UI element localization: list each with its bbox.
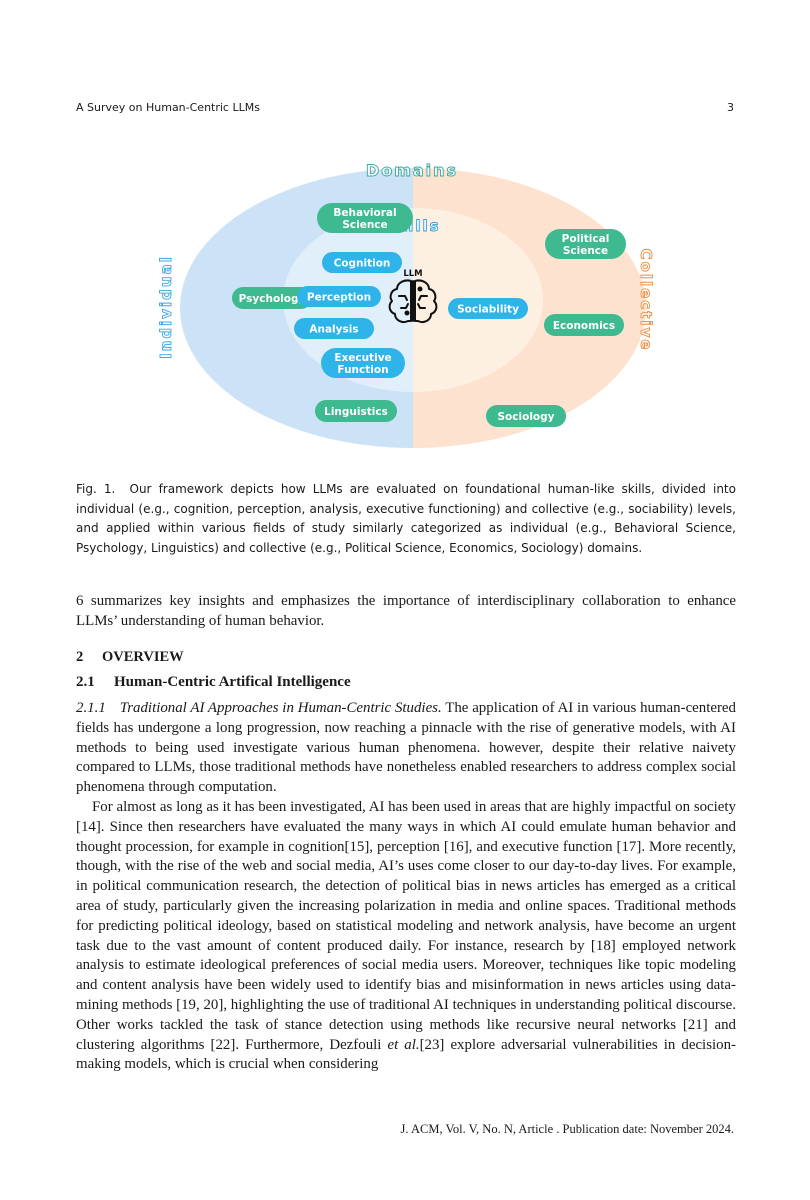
skill-pill-cognition: Cognition — [322, 252, 402, 273]
domain-pill-shape — [545, 229, 626, 259]
domain-pill-label: Sociology — [498, 411, 555, 423]
paragraph-1-text: The application of AI in various human-c… — [76, 700, 736, 796]
pill-group: BehavioralSciencePsychologyLinguisticsPo… — [232, 203, 626, 427]
skill-pill-perception: Perception — [297, 286, 381, 307]
skill-pill-shape — [448, 298, 528, 319]
brain-icon — [388, 279, 438, 324]
running-header: A Survey on Human-Centric LLMs 3 — [76, 101, 734, 117]
section-number: 2 — [76, 649, 84, 665]
paragraph-1: 2.1.1 Traditional AI Approaches in Human-… — [76, 699, 736, 798]
intro-paragraph: 6 summarizes key insights and emphasizes… — [76, 593, 736, 629]
framework-figure: Domains Skills Individual Collective Beh… — [157, 161, 655, 448]
skill-pill-shape — [297, 286, 381, 307]
domain-pill-psychology: Psychology — [232, 287, 312, 309]
subsubsection-heading: 2.1.1 Traditional AI Approaches in Human-… — [76, 700, 442, 716]
paragraph-2-text-b: [23] explore adversarial vulnerabilities… — [76, 1036, 736, 1073]
page-footer: J. ACM, Vol. V, No. N, Article . Publica… — [400, 1122, 734, 1136]
skill-pill-shape — [294, 318, 374, 339]
domain-pill-shape — [232, 287, 312, 309]
subsection-number: 2.1 — [76, 674, 95, 690]
domain-pill-shape — [544, 314, 624, 336]
skill-pill-sociability: Sociability — [448, 298, 528, 319]
paragraph-2-emphasis: et al. — [387, 1036, 420, 1053]
subsection-heading: 2.1 Human-Centric Artifical Intelligence — [76, 674, 351, 691]
llm-label: LLM — [403, 269, 422, 279]
subsection-title: Human-Centric Artifical Intelligence — [114, 674, 351, 690]
skill-pill-label: Cognition — [334, 258, 391, 270]
domain-pill-label: Economics — [553, 320, 615, 332]
domain-pill-economics: Economics — [544, 314, 624, 336]
caption-label: Fig. 1. — [76, 482, 116, 496]
domains-label: Domains — [366, 161, 458, 180]
domain-pill-label: Linguistics — [324, 406, 388, 418]
subsubsection-title: Traditional AI Approaches in Human-Centr… — [119, 700, 442, 716]
skill-pill-label: Perception — [307, 292, 371, 304]
collective-label: Collective — [637, 249, 655, 352]
domain-pill-label: Science — [563, 245, 608, 257]
skill-pill-label: Analysis — [309, 324, 358, 336]
caption-text: Our framework depicts how LLMs are evalu… — [76, 482, 736, 555]
subsubsection-number: 2.1.1 — [76, 700, 106, 716]
skill-pill-shape — [321, 348, 405, 378]
domain-pill-linguistics: Linguistics — [315, 400, 397, 422]
domain-pill-label: Science — [342, 219, 387, 231]
skill-pill-label: Function — [337, 364, 388, 376]
paragraph-2: For almost as long as it has been invest… — [76, 798, 736, 1075]
page-number: 3 — [727, 101, 734, 114]
skill-pill-label: Sociability — [457, 304, 519, 316]
domain-pill-shape — [486, 405, 566, 427]
domain-pill-shape — [317, 203, 413, 233]
skill-pill-shape — [322, 252, 402, 273]
section-heading: 2 OVERVIEW — [76, 649, 184, 666]
domain-pill-label: Psychology — [239, 293, 306, 305]
paragraph-2-text-a: For almost as long as it has been invest… — [76, 799, 736, 1053]
skill-pill-analysis: Analysis — [294, 318, 374, 339]
domain-pill-label: Behavioral — [333, 207, 396, 219]
domain-pill-sociology: Sociology — [486, 405, 566, 427]
figure-caption: Fig. 1. Our framework depicts how LLMs a… — [76, 480, 736, 558]
section-title: OVERVIEW — [102, 649, 184, 665]
running-title: A Survey on Human-Centric LLMs — [76, 101, 260, 114]
domain-pill-label: Political — [562, 233, 610, 245]
domain-pill-shape — [315, 400, 397, 422]
individual-label: Individual — [157, 255, 175, 359]
skill-pill-label: Executive — [334, 352, 391, 364]
